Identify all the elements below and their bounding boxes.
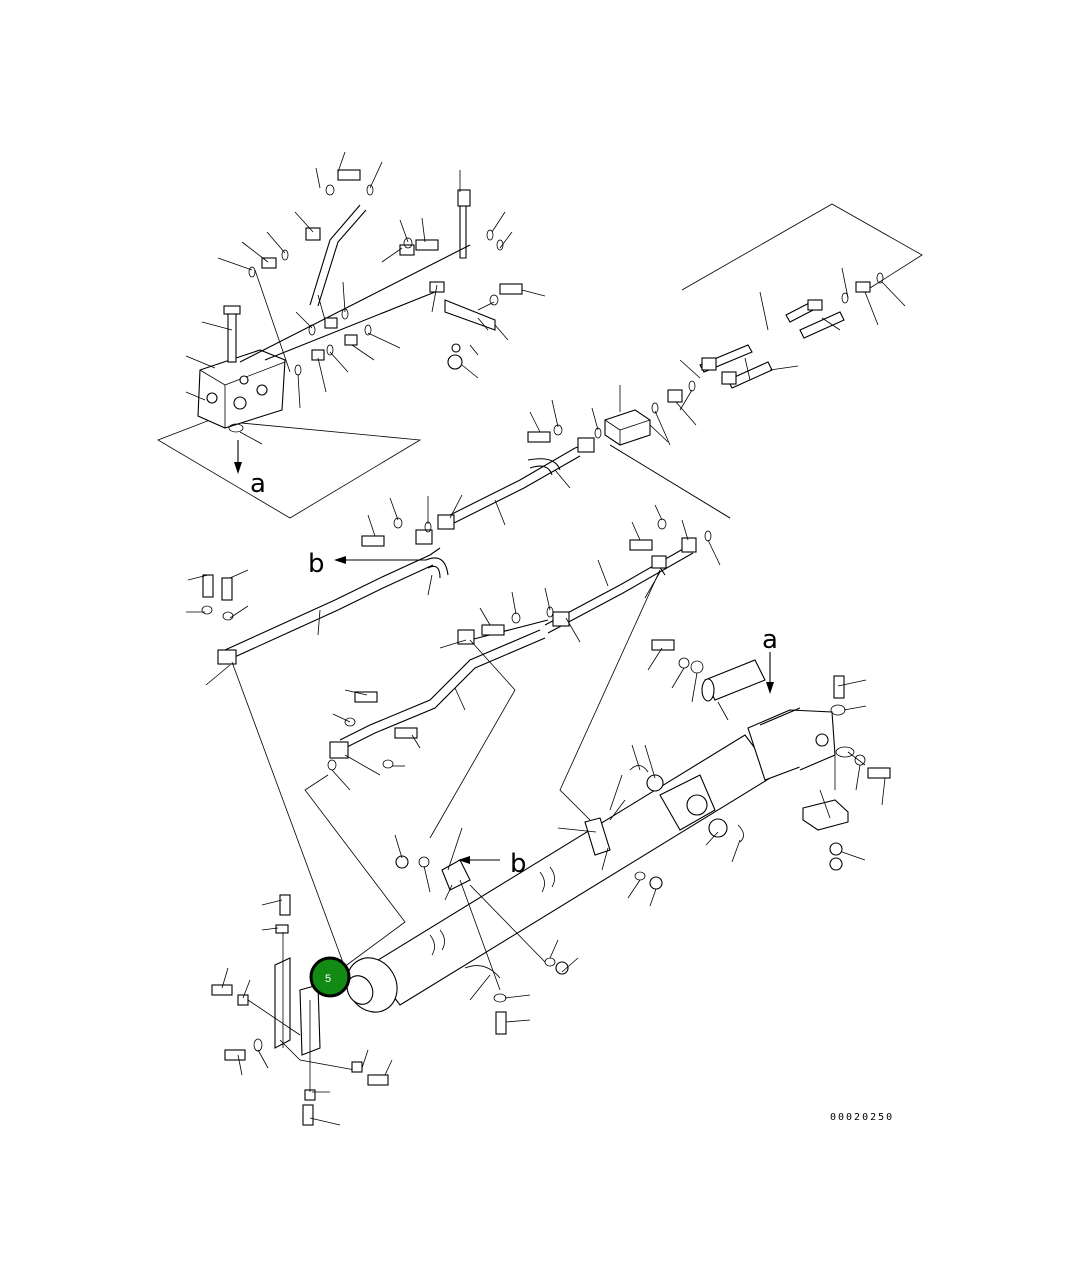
valve-block-group: a	[157, 151, 546, 519]
drawing-number: 00020250	[830, 1112, 894, 1123]
callout-number: 5	[325, 973, 331, 985]
view-label-b-target: b	[510, 849, 527, 879]
view-label-b-source: b	[308, 549, 325, 579]
callout-5[interactable]: 5	[309, 956, 351, 998]
tube-group: b	[186, 399, 731, 971]
view-label-a-source: a	[250, 469, 266, 499]
cylinder-group: a b	[211, 625, 891, 1126]
view-label-a-target: a	[762, 625, 778, 655]
